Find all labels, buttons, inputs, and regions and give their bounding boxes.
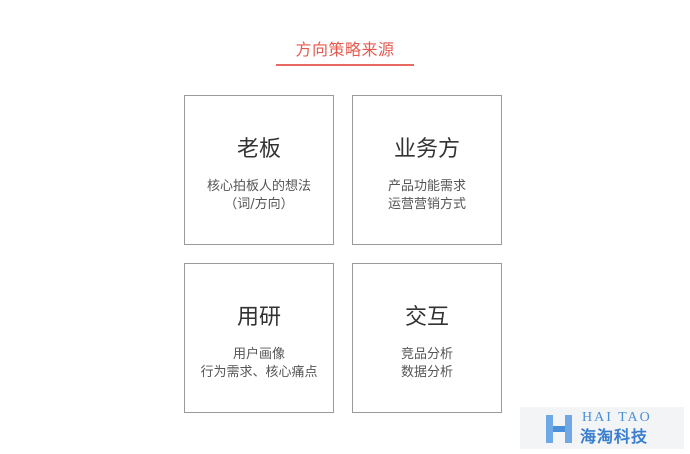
card-interaction: 交互 竞品分析 数据分析 [352,263,502,413]
h-logo-icon [546,415,572,443]
card-description-line: 行为需求、核心痛点 [200,365,318,380]
card-description-line: 数据分析 [400,365,453,380]
card-description-line: 运营营销方式 [387,197,466,212]
card-description-line: （词/方向） [224,197,294,212]
card-title: 用研 [236,305,281,330]
watermark-chinese: 海淘科技 [580,427,649,446]
page-title: 方向策略来源 [295,40,395,59]
card-description: 核心拍板人的想法 （词/方向） [185,178,333,214]
title-underline [276,64,414,66]
card-description-line: 产品功能需求 [387,179,466,194]
card-description-line: 竞品分析 [400,347,453,362]
card-title: 交互 [404,305,449,330]
card-description: 产品功能需求 运营营销方式 [353,178,501,214]
card-description: 用户画像 行为需求、核心痛点 [185,346,333,382]
card-user-research: 用研 用户画像 行为需求、核心痛点 [184,263,334,413]
card-boss: 老板 核心拍板人的想法 （词/方向） [184,95,334,245]
watermark-english: HAI TAO [582,410,652,425]
card-title: 老板 [236,137,281,162]
card-description-line: 核心拍板人的想法 [206,179,311,194]
card-description: 竞品分析 数据分析 [353,346,501,382]
card-title: 业务方 [393,137,460,162]
card-description-line: 用户画像 [232,347,285,362]
watermark: HAI TAO 海淘科技 [520,407,684,449]
card-business: 业务方 产品功能需求 运营营销方式 [352,95,502,245]
